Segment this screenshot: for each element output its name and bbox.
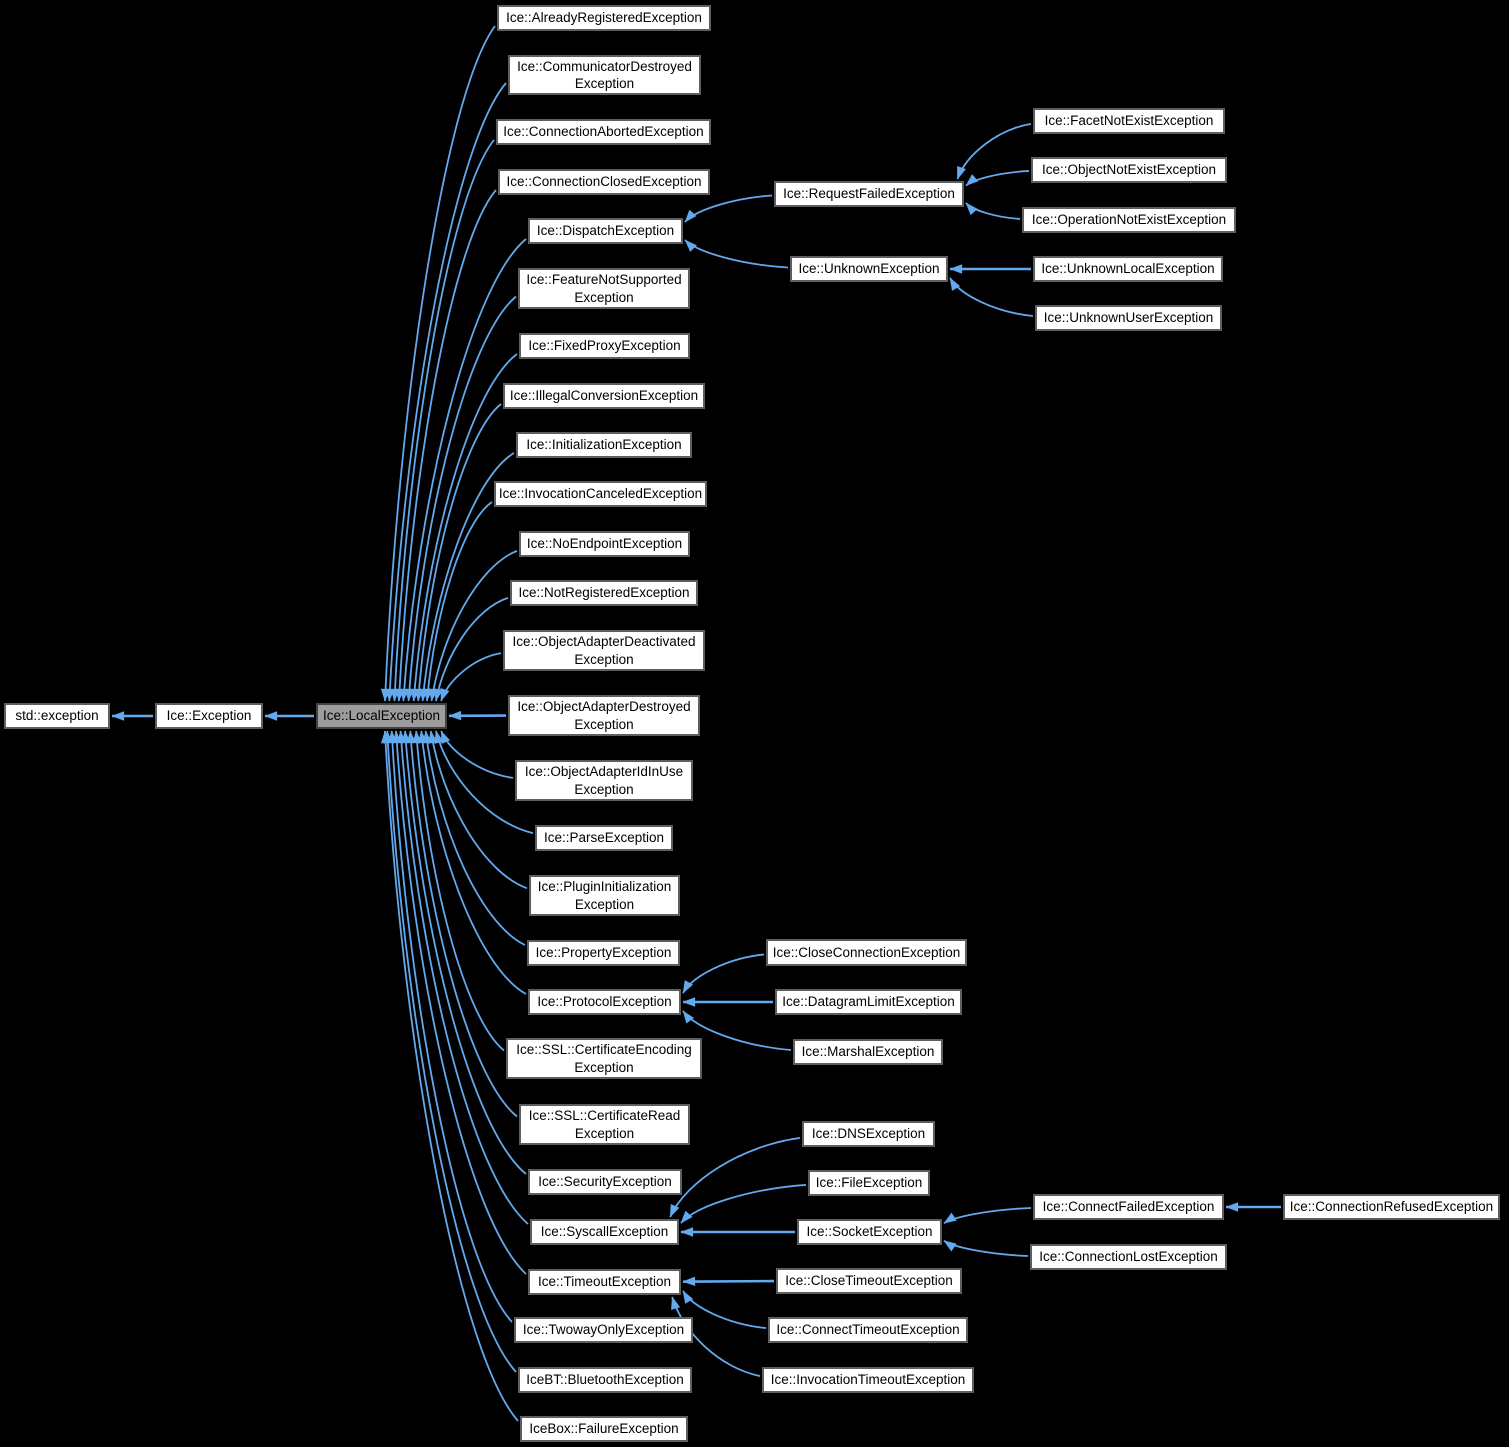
class-node-invocation-canceled[interactable]: Ice::InvocationCanceledException xyxy=(494,481,707,507)
class-node-communicator-destroyed[interactable]: Ice::CommunicatorDestroyed Exception xyxy=(508,55,701,95)
class-node-icebox-failure[interactable]: IceBox::FailureException xyxy=(520,1416,688,1442)
class-node-ice-exception[interactable]: Ice::Exception xyxy=(155,703,263,729)
class-node-facet-not-exist[interactable]: Ice::FacetNotExistException xyxy=(1033,108,1225,134)
class-node-already-registered[interactable]: Ice::AlreadyRegisteredException xyxy=(497,5,711,31)
inheritance-edge-initialization-to-local-exception xyxy=(419,452,515,702)
inheritance-edge-icebox-failure-to-local-exception xyxy=(380,730,519,1422)
class-node-connection-closed[interactable]: Ice::ConnectionClosedException xyxy=(498,169,710,195)
inheritance-edge-object-adapter-id-in-use-to-local-exception xyxy=(440,730,514,779)
class-node-timeout[interactable]: Ice::TimeoutException xyxy=(528,1269,681,1295)
class-node-icebt-bluetooth[interactable]: IceBT::BluetoothException xyxy=(518,1367,692,1393)
inheritance-edge-ssl-certificate-read-to-local-exception xyxy=(406,730,518,1118)
inheritance-edge-illegal-conversion-to-local-exception xyxy=(414,403,502,702)
inheritance-edge-connection-aborted-to-local-exception xyxy=(390,139,495,702)
class-node-fixed-proxy[interactable]: Ice::FixedProxyException xyxy=(519,333,690,359)
inheritance-edge-syscall-to-local-exception xyxy=(396,730,529,1225)
inheritance-edge-connect-timeout-to-timeout xyxy=(682,1290,767,1329)
class-node-file[interactable]: Ice::FileException xyxy=(808,1170,930,1196)
class-node-object-not-exist[interactable]: Ice::ObjectNotExistException xyxy=(1031,157,1227,183)
class-node-std-exception[interactable]: std::exception xyxy=(4,703,110,729)
inheritance-edge-close-timeout-to-timeout xyxy=(682,1276,775,1287)
class-node-parse[interactable]: Ice::ParseException xyxy=(535,825,673,851)
class-node-request-failed[interactable]: Ice::RequestFailedException xyxy=(774,181,964,207)
inheritance-edge-dispatch-to-local-exception xyxy=(399,238,527,702)
class-node-dispatch[interactable]: Ice::DispatchException xyxy=(528,218,683,244)
inheritance-edge-invocation-timeout-to-timeout xyxy=(671,1296,761,1377)
inheritance-edge-not-registered-to-local-exception xyxy=(433,597,509,702)
class-node-illegal-conversion[interactable]: Ice::IllegalConversionException xyxy=(503,383,705,409)
class-node-connection-refused[interactable]: Ice::ConnectionRefusedException xyxy=(1283,1194,1500,1220)
inheritance-edge-parse-to-local-exception xyxy=(434,730,534,834)
inheritance-edge-connection-closed-to-local-exception xyxy=(394,189,497,702)
class-node-twoway-only[interactable]: Ice::TwowayOnlyException xyxy=(514,1317,693,1343)
class-node-invocation-timeout[interactable]: Ice::InvocationTimeoutException xyxy=(762,1367,974,1393)
class-node-dns[interactable]: Ice::DNSException xyxy=(802,1121,935,1147)
inheritance-edge-file-to-syscall xyxy=(680,1184,807,1224)
inheritance-edge-connection-lost-to-socket xyxy=(943,1239,1029,1257)
class-node-marshal[interactable]: Ice::MarshalException xyxy=(793,1039,943,1065)
inheritance-edge-fixed-proxy-to-local-exception xyxy=(409,353,518,702)
inheritance-edge-plugin-initialization-to-local-exception xyxy=(428,730,528,890)
inheritance-edge-unknown-user-to-unknown xyxy=(949,277,1034,317)
class-node-object-adapter-destroyed[interactable]: Ice::ObjectAdapterDestroyed Exception xyxy=(508,695,700,736)
class-node-no-endpoint[interactable]: Ice::NoEndpointException xyxy=(519,531,690,557)
class-node-connection-lost[interactable]: Ice::ConnectionLostException xyxy=(1030,1244,1227,1270)
inheritance-edge-timeout-to-local-exception xyxy=(392,730,527,1275)
inheritance-edge-invocation-canceled-to-local-exception xyxy=(423,501,493,702)
inheritance-edge-object-adapter-deactivated-to-local-exception xyxy=(440,652,502,702)
class-node-feature-not-supported[interactable]: Ice::FeatureNotSupported Exception xyxy=(518,268,690,309)
inheritance-edge-no-endpoint-to-local-exception xyxy=(428,550,518,702)
inheritance-edge-icebt-bluetooth-to-local-exception xyxy=(383,730,517,1373)
inheritance-edge-dns-to-syscall xyxy=(669,1137,801,1218)
class-node-object-adapter-id-in-use[interactable]: Ice::ObjectAdapterIdInUse Exception xyxy=(515,760,693,801)
inheritance-edge-marshal-to-protocol xyxy=(682,1010,792,1051)
class-node-unknown-user[interactable]: Ice::UnknownUserException xyxy=(1035,305,1222,331)
inheritance-edge-operation-not-exist-to-request-failed xyxy=(965,202,1021,220)
inheritance-edge-request-failed-to-dispatch xyxy=(684,194,773,223)
class-node-plugin-initialization[interactable]: Ice::PluginInitialization Exception xyxy=(529,875,680,916)
class-node-not-registered[interactable]: Ice::NotRegisteredException xyxy=(510,580,698,606)
class-node-protocol[interactable]: Ice::ProtocolException xyxy=(528,989,681,1015)
class-node-datagram-limit[interactable]: Ice::DatagramLimitException xyxy=(775,989,962,1015)
class-node-unknown-local[interactable]: Ice::UnknownLocalException xyxy=(1033,256,1223,282)
inheritance-edge-close-connection-to-protocol xyxy=(682,953,765,994)
inheritance-edge-connect-failed-to-socket xyxy=(943,1207,1032,1225)
class-node-initialization[interactable]: Ice::InitializationException xyxy=(516,432,692,458)
inheritance-edge-security-to-local-exception xyxy=(401,730,527,1175)
inheritance-edge-facet-not-exist-to-request-failed xyxy=(956,123,1032,180)
inheritance-edge-protocol-to-local-exception xyxy=(417,730,527,995)
inheritance-edge-ssl-certificate-encoding-to-local-exception xyxy=(412,730,505,1052)
inheritance-edge-communicator-destroyed-to-local-exception xyxy=(385,82,507,702)
class-node-syscall[interactable]: Ice::SyscallException xyxy=(530,1219,679,1245)
inheritance-edge-already-registered-to-local-exception xyxy=(380,25,496,702)
class-node-operation-not-exist[interactable]: Ice::OperationNotExistException xyxy=(1022,207,1236,233)
class-node-unknown[interactable]: Ice::UnknownException xyxy=(790,256,948,282)
class-node-connect-timeout[interactable]: Ice::ConnectTimeoutException xyxy=(768,1317,968,1343)
class-node-object-adapter-deactivated[interactable]: Ice::ObjectAdapterDeactivated Exception xyxy=(503,630,705,671)
class-node-local-exception: Ice::LocalException xyxy=(316,703,447,729)
class-node-connection-aborted[interactable]: Ice::ConnectionAbortedException xyxy=(496,119,711,145)
class-node-property[interactable]: Ice::PropertyException xyxy=(527,940,680,966)
class-node-ssl-certificate-encoding[interactable]: Ice::SSL::CertificateEncoding Exception xyxy=(506,1038,702,1079)
class-node-socket[interactable]: Ice::SocketException xyxy=(797,1219,942,1245)
inheritance-edge-twoway-only-to-local-exception xyxy=(387,730,513,1323)
inheritance-edge-unknown-to-dispatch xyxy=(684,239,789,269)
class-node-security[interactable]: Ice::SecurityException xyxy=(528,1169,682,1195)
class-node-close-connection[interactable]: Ice::CloseConnectionException xyxy=(766,939,967,966)
inheritance-edge-property-to-local-exception xyxy=(422,730,526,946)
class-node-ssl-certificate-read[interactable]: Ice::SSL::CertificateRead Exception xyxy=(519,1104,690,1145)
class-node-connect-failed[interactable]: Ice::ConnectFailedException xyxy=(1033,1194,1224,1220)
inheritance-edge-object-not-exist-to-request-failed xyxy=(965,170,1030,187)
inheritance-edge-feature-not-supported-to-local-exception xyxy=(404,295,517,702)
class-node-close-timeout[interactable]: Ice::CloseTimeoutException xyxy=(776,1268,962,1294)
